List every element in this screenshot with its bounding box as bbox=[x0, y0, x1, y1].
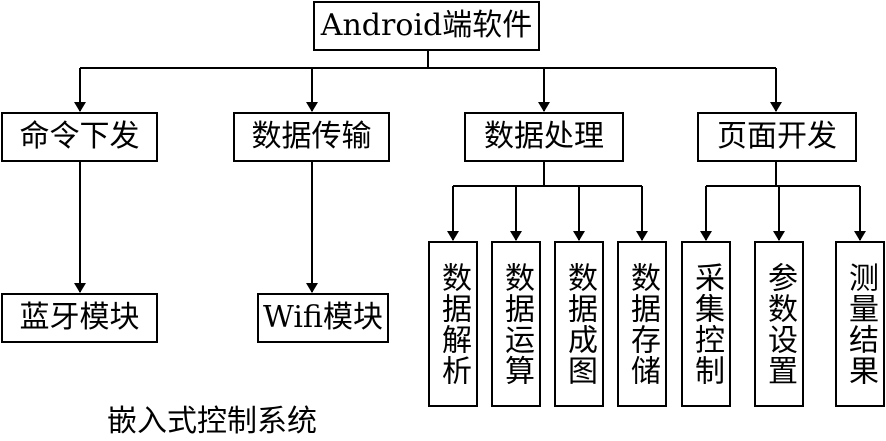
root-label: Android端软件 bbox=[320, 8, 533, 43]
submodule-label-store: 数据存储 bbox=[625, 262, 660, 386]
submodule-box-parse: 数据解析 bbox=[428, 241, 478, 407]
module-box-page: 页面开发 bbox=[697, 112, 857, 162]
submodule-label-results: 测量结果 bbox=[843, 262, 878, 386]
module-box-processing: 数据处理 bbox=[464, 112, 624, 162]
submodule-label-acquisition: 采集控制 bbox=[689, 262, 724, 386]
module-box-command: 命令下发 bbox=[1, 112, 158, 162]
submodule-label-compute: 数据运算 bbox=[499, 262, 534, 386]
root-box: Android端软件 bbox=[313, 1, 540, 51]
module-label-command: 命令下发 bbox=[19, 119, 140, 154]
module-label-page: 页面开发 bbox=[717, 119, 837, 154]
module-label-processing: 数据处理 bbox=[484, 119, 604, 154]
submodule-label-plot: 数据成图 bbox=[562, 262, 597, 386]
submodule-box-parameters: 参数设置 bbox=[754, 241, 804, 407]
submodule-box-plot: 数据成图 bbox=[554, 241, 604, 407]
submodule-label-parse: 数据解析 bbox=[436, 262, 471, 386]
submodule-box-compute: 数据运算 bbox=[491, 241, 541, 407]
caption: 嵌入式控制系统 bbox=[107, 404, 317, 439]
submodule-label-bluetooth: 蓝牙模块 bbox=[19, 300, 140, 335]
submodule-box-wifi: Wifi模块 bbox=[257, 293, 389, 343]
module-label-transfer: 数据传输 bbox=[251, 119, 372, 154]
submodule-box-store: 数据存储 bbox=[617, 241, 667, 407]
submodule-box-acquisition: 采集控制 bbox=[681, 241, 731, 407]
submodule-box-results: 测量结果 bbox=[835, 241, 885, 407]
submodule-label-parameters: 参数设置 bbox=[762, 262, 797, 386]
submodule-box-bluetooth: 蓝牙模块 bbox=[1, 293, 158, 343]
submodule-label-wifi: Wifi模块 bbox=[263, 300, 383, 335]
module-box-transfer: 数据传输 bbox=[233, 112, 390, 162]
